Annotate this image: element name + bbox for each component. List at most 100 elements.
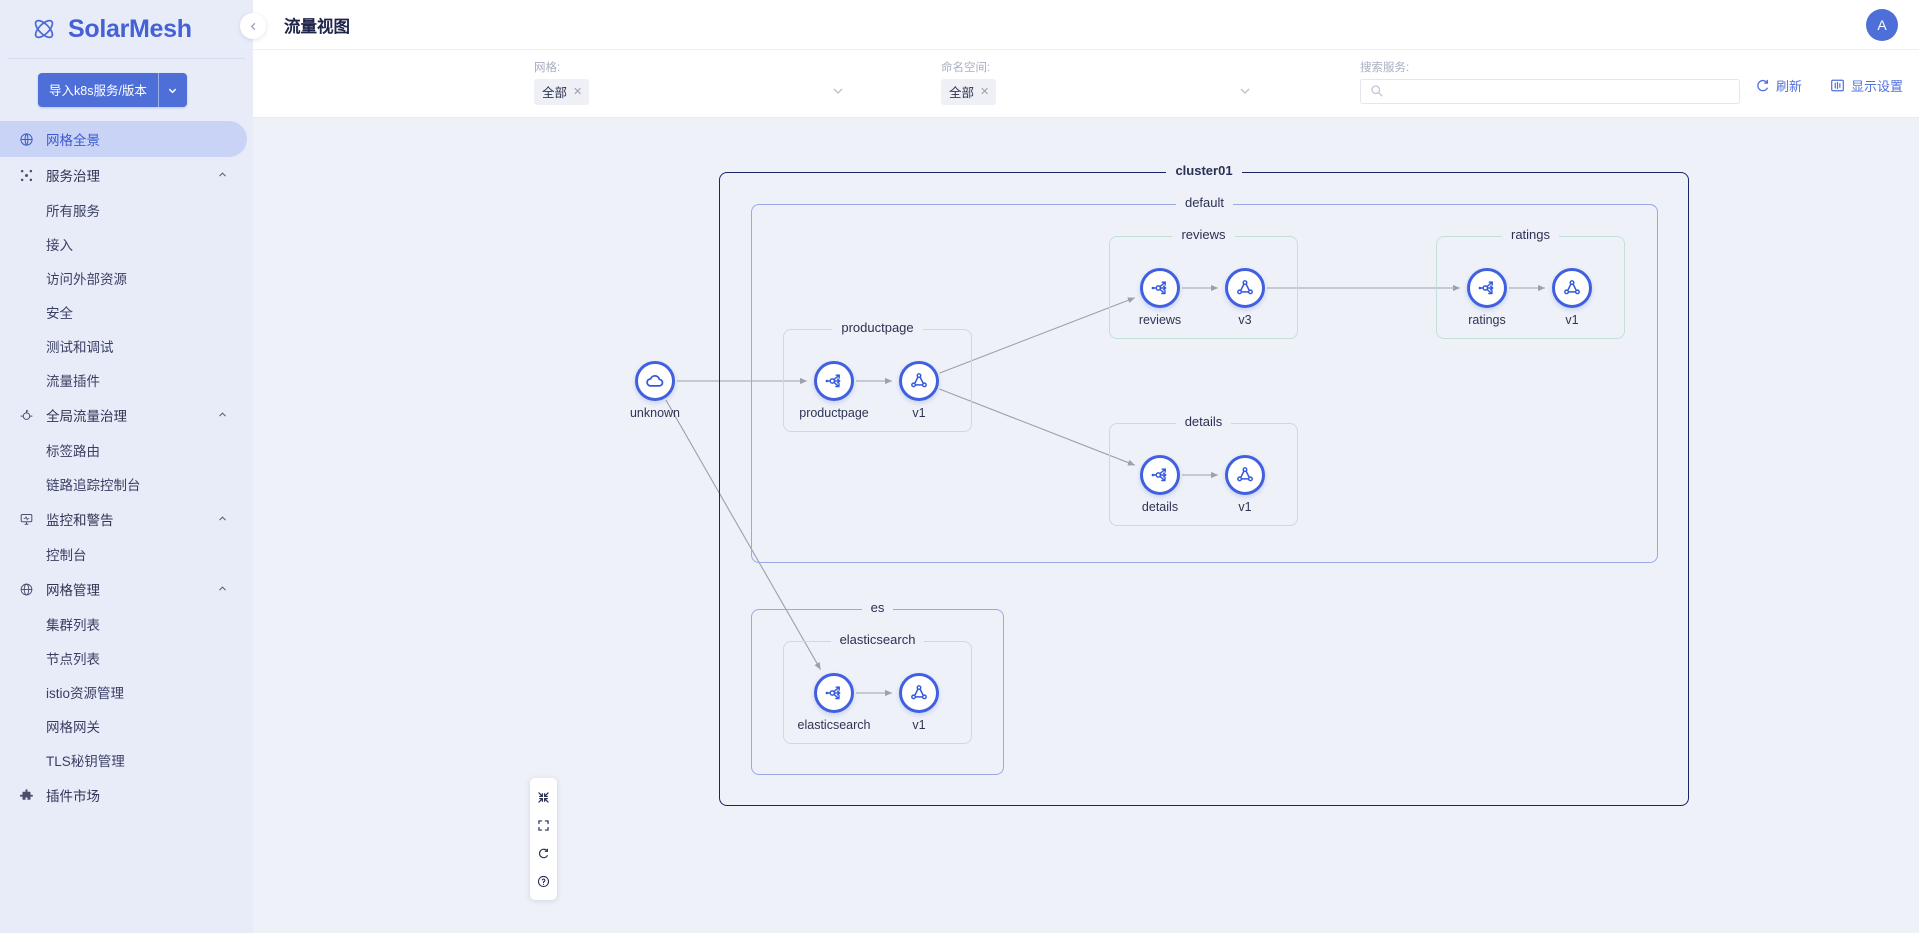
sidebar-item-6[interactable]: 测试和调试: [0, 329, 253, 363]
sidebar-item-13[interactable]: 网格管理: [0, 571, 253, 607]
globe-icon: [18, 131, 35, 148]
sidebar-item-label: 网格管理: [46, 583, 100, 598]
sidebar-item-9[interactable]: 标签路由: [0, 433, 253, 467]
help-button[interactable]: [530, 867, 557, 895]
sidebar-item-4[interactable]: 访问外部资源: [0, 261, 253, 295]
graph-group-reviews[interactable]: reviews: [1109, 227, 1298, 339]
reload-button[interactable]: [530, 839, 557, 867]
graph-node-label: unknown: [629, 406, 681, 420]
topbar: 流量视图 A: [240, 0, 1919, 50]
chevron-down-icon[interactable]: [1239, 85, 1251, 97]
workload-icon: [1552, 268, 1592, 308]
workload-icon: [899, 361, 939, 401]
sidebar-item-17[interactable]: 网格网关: [0, 709, 253, 743]
sidebar-item-label: 安全: [46, 306, 73, 321]
namespace-selected-value: 全部: [949, 86, 975, 100]
sidebar-item-label: 接入: [46, 238, 73, 253]
graph-node-productpage-v1[interactable]: v1: [899, 361, 939, 420]
mesh-filter: 网格: 全部 ✕: [534, 59, 844, 105]
sidebar-item-8[interactable]: 全局流量治理: [0, 397, 253, 433]
graph-node-unknown[interactable]: unknown: [630, 361, 680, 420]
graph-node-reviews-v3[interactable]: v3: [1225, 268, 1265, 327]
shrink-button[interactable]: [530, 783, 557, 811]
graph-group-ratings[interactable]: ratings: [1436, 227, 1625, 339]
graph-node-ratings-v1[interactable]: v1: [1552, 268, 1592, 327]
sidebar-item-label: 插件市场: [46, 789, 100, 804]
main-area: 流量视图 A 网格: 全部 ✕: [240, 0, 1919, 933]
avatar-initial: A: [1877, 17, 1887, 33]
close-icon[interactable]: ✕: [573, 86, 583, 98]
namespace-select[interactable]: 全部 ✕: [941, 79, 1251, 105]
sidebar-item-14[interactable]: 集群列表: [0, 607, 253, 641]
shrink-icon: [537, 791, 550, 804]
graph-node-reviews-svc[interactable]: reviews: [1139, 268, 1181, 327]
sidebar-item-2[interactable]: 所有服务: [0, 193, 253, 227]
mesh-selected-tag: 全部 ✕: [534, 79, 590, 105]
sidebar-collapse-toggle[interactable]: [240, 13, 266, 39]
chevron-up-icon[interactable]: [218, 411, 227, 420]
mesh-select[interactable]: 全部 ✕: [534, 79, 844, 105]
display-settings-label: 显示设置: [1850, 79, 1903, 94]
display-settings-button[interactable]: 显示设置: [1830, 76, 1903, 95]
workload-icon: [1225, 268, 1265, 308]
sidebar: SolarMesh 导入k8s服务/版本 网格全景服务治理所有服务接入访问外部资…: [0, 0, 253, 933]
chevron-up-icon[interactable]: [218, 515, 227, 524]
sidebar-item-16[interactable]: istio资源管理: [0, 675, 253, 709]
graph-node-productpage-svc[interactable]: productpage: [799, 361, 869, 420]
import-k8s-service-button[interactable]: 导入k8s服务/版本: [38, 73, 187, 107]
brand[interactable]: SolarMesh: [0, 0, 253, 58]
search-input[interactable]: [1360, 79, 1740, 104]
sidebar-item-11[interactable]: 监控和警告: [0, 501, 253, 537]
graph-edges-layer: [665, 284, 1545, 697]
nodes-icon: [18, 167, 35, 184]
sidebar-item-label: 监控和警告: [46, 513, 114, 528]
sidebar-item-19[interactable]: 插件市场: [0, 777, 253, 813]
sidebar-item-label: istio资源管理: [46, 686, 125, 701]
sidebar-item-label: TLS秘钥管理: [46, 754, 125, 769]
sidebar-item-7[interactable]: 流量插件: [0, 363, 253, 397]
sidebar-item-12[interactable]: 控制台: [0, 537, 253, 571]
reload-icon: [537, 847, 550, 860]
search-filter-label: 搜索服务:: [1360, 62, 1410, 74]
graph-node-label: reviews: [1138, 313, 1182, 327]
graph-node-label: ratings: [1468, 313, 1506, 327]
mesh-filter-label: 网格:: [534, 62, 561, 74]
graph-node-elasticsearch-svc[interactable]: elasticsearch: [798, 673, 870, 732]
search-service-filter: 搜索服务:: [1360, 59, 1740, 104]
sidebar-item-18[interactable]: TLS秘钥管理: [0, 743, 253, 777]
sidebar-item-label: 所有服务: [46, 204, 100, 219]
fullscreen-button[interactable]: [530, 811, 557, 839]
import-button-wrap: 导入k8s服务/版本: [0, 59, 253, 117]
sidebar-item-10[interactable]: 链路追踪控制台: [0, 467, 253, 501]
refresh-icon: [1755, 78, 1770, 93]
help-icon: [537, 875, 550, 888]
import-button-label: 导入k8s服务/版本: [49, 84, 147, 98]
chevron-up-icon[interactable]: [218, 171, 227, 180]
chevron-up-icon[interactable]: [218, 585, 227, 594]
chevron-down-icon[interactable]: [832, 85, 844, 97]
sidebar-item-5[interactable]: 安全: [0, 295, 253, 329]
service-icon: [814, 673, 854, 713]
graph-node-details-svc[interactable]: details: [1140, 455, 1180, 514]
graph-node-ratings-svc[interactable]: ratings: [1467, 268, 1507, 327]
namespace-filter-label: 命名空间:: [941, 62, 991, 74]
sidebar-divider: [8, 58, 245, 59]
sidebar-item-label: 流量插件: [46, 374, 100, 389]
sidebar-item-15[interactable]: 节点列表: [0, 641, 253, 675]
sidebar-item-3[interactable]: 接入: [0, 227, 253, 261]
display-settings-icon: [1830, 78, 1845, 93]
graph-group-details[interactable]: details: [1109, 414, 1298, 526]
sidebar-item-0[interactable]: 网格全景: [0, 121, 247, 157]
graph-node-label: v1: [1238, 500, 1252, 514]
workload-icon: [899, 673, 939, 713]
close-icon[interactable]: ✕: [980, 86, 990, 98]
graph-node-elasticsearch-v1[interactable]: v1: [899, 673, 939, 732]
graph-node-details-v1[interactable]: v1: [1225, 455, 1265, 514]
chevron-down-icon[interactable]: [159, 73, 187, 107]
service-icon: [1467, 268, 1507, 308]
refresh-button[interactable]: 刷新: [1755, 76, 1802, 95]
avatar[interactable]: A: [1866, 9, 1898, 41]
filter-actions: 刷新 显示设置: [1755, 76, 1903, 95]
sidebar-item-1[interactable]: 服务治理: [0, 157, 253, 193]
